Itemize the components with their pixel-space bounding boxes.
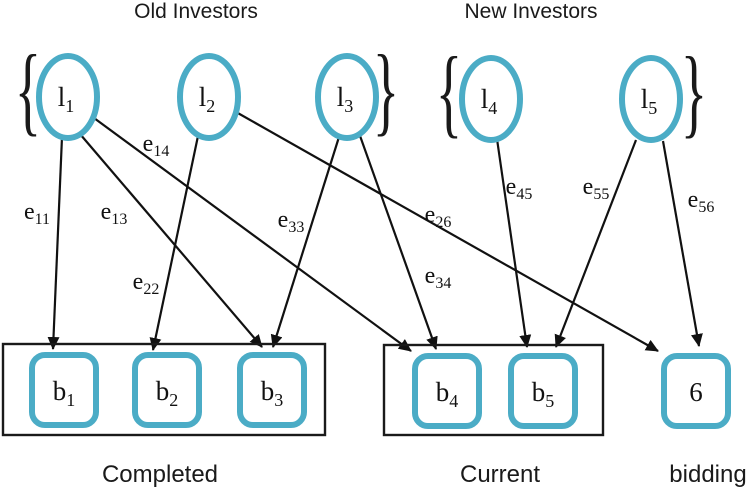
edge-label-e14: e14 bbox=[143, 131, 170, 160]
edge-label-e26: e26 bbox=[425, 202, 452, 231]
bid-node-b2: b2 bbox=[132, 352, 202, 428]
investor-label-l5: l5 bbox=[641, 84, 658, 118]
investor-node-l1: l1 bbox=[36, 53, 100, 141]
caption-bidding: bidding bbox=[669, 461, 746, 488]
bid-node-b5: b5 bbox=[508, 353, 578, 429]
bid-node-6: 6 bbox=[661, 353, 731, 429]
bid-node-b3: b3 bbox=[237, 352, 307, 428]
caption-completed: Completed bbox=[102, 461, 218, 488]
title-old-investors: Old Investors bbox=[134, 0, 258, 23]
bid-label-b1: b1 bbox=[53, 376, 76, 410]
edge-e14 bbox=[93, 117, 412, 352]
edge-label-e22: e22 bbox=[133, 269, 160, 298]
edge-e34 bbox=[357, 132, 438, 350]
investor-label-l4: l4 bbox=[481, 84, 498, 118]
edge-label-e45: e45 bbox=[506, 174, 533, 203]
edge-e11 bbox=[47, 136, 64, 350]
edge-label-e11: e11 bbox=[24, 199, 50, 228]
edge-e56 bbox=[661, 140, 703, 347]
edge-label-e33: e33 bbox=[278, 207, 305, 236]
title-new-investors: New Investors bbox=[464, 0, 597, 23]
edge-label-e34: e34 bbox=[425, 263, 452, 292]
bid-label-b5: b5 bbox=[532, 377, 555, 411]
edge-e13 bbox=[79, 133, 263, 348]
bid-node-b1: b1 bbox=[29, 352, 99, 428]
investor-label-l3: l3 bbox=[337, 82, 354, 116]
edge-e33 bbox=[270, 136, 341, 348]
brace-close-new: } bbox=[681, 37, 707, 147]
bid-node-b4: b4 bbox=[412, 353, 482, 429]
edge-label-e56: e56 bbox=[688, 187, 715, 216]
current-group-rect bbox=[382, 343, 605, 437]
bid-label-6: 6 bbox=[689, 377, 703, 407]
bid-label-b4: b4 bbox=[436, 377, 459, 411]
caption-current: Current bbox=[460, 461, 540, 488]
investor-label-l1: l1 bbox=[58, 82, 75, 116]
edge-e26 bbox=[235, 111, 659, 352]
investor-label-l2: l2 bbox=[199, 82, 216, 116]
bid-label-b3: b3 bbox=[261, 376, 284, 410]
edge-e55 bbox=[554, 139, 638, 348]
investor-node-l2: l2 bbox=[177, 53, 241, 141]
bid-label-b2: b2 bbox=[156, 376, 179, 410]
completed-group-rect bbox=[1, 342, 327, 437]
edge-label-e55: e55 bbox=[583, 174, 610, 203]
brace-open-new: { bbox=[436, 37, 462, 147]
edge-e22 bbox=[149, 135, 200, 351]
investor-node-l5: l5 bbox=[619, 55, 683, 143]
investor-node-l3: l3 bbox=[315, 53, 379, 141]
edge-e45 bbox=[495, 138, 532, 348]
investor-node-l4: l4 bbox=[459, 55, 523, 143]
edge-label-e13: e13 bbox=[101, 199, 128, 228]
